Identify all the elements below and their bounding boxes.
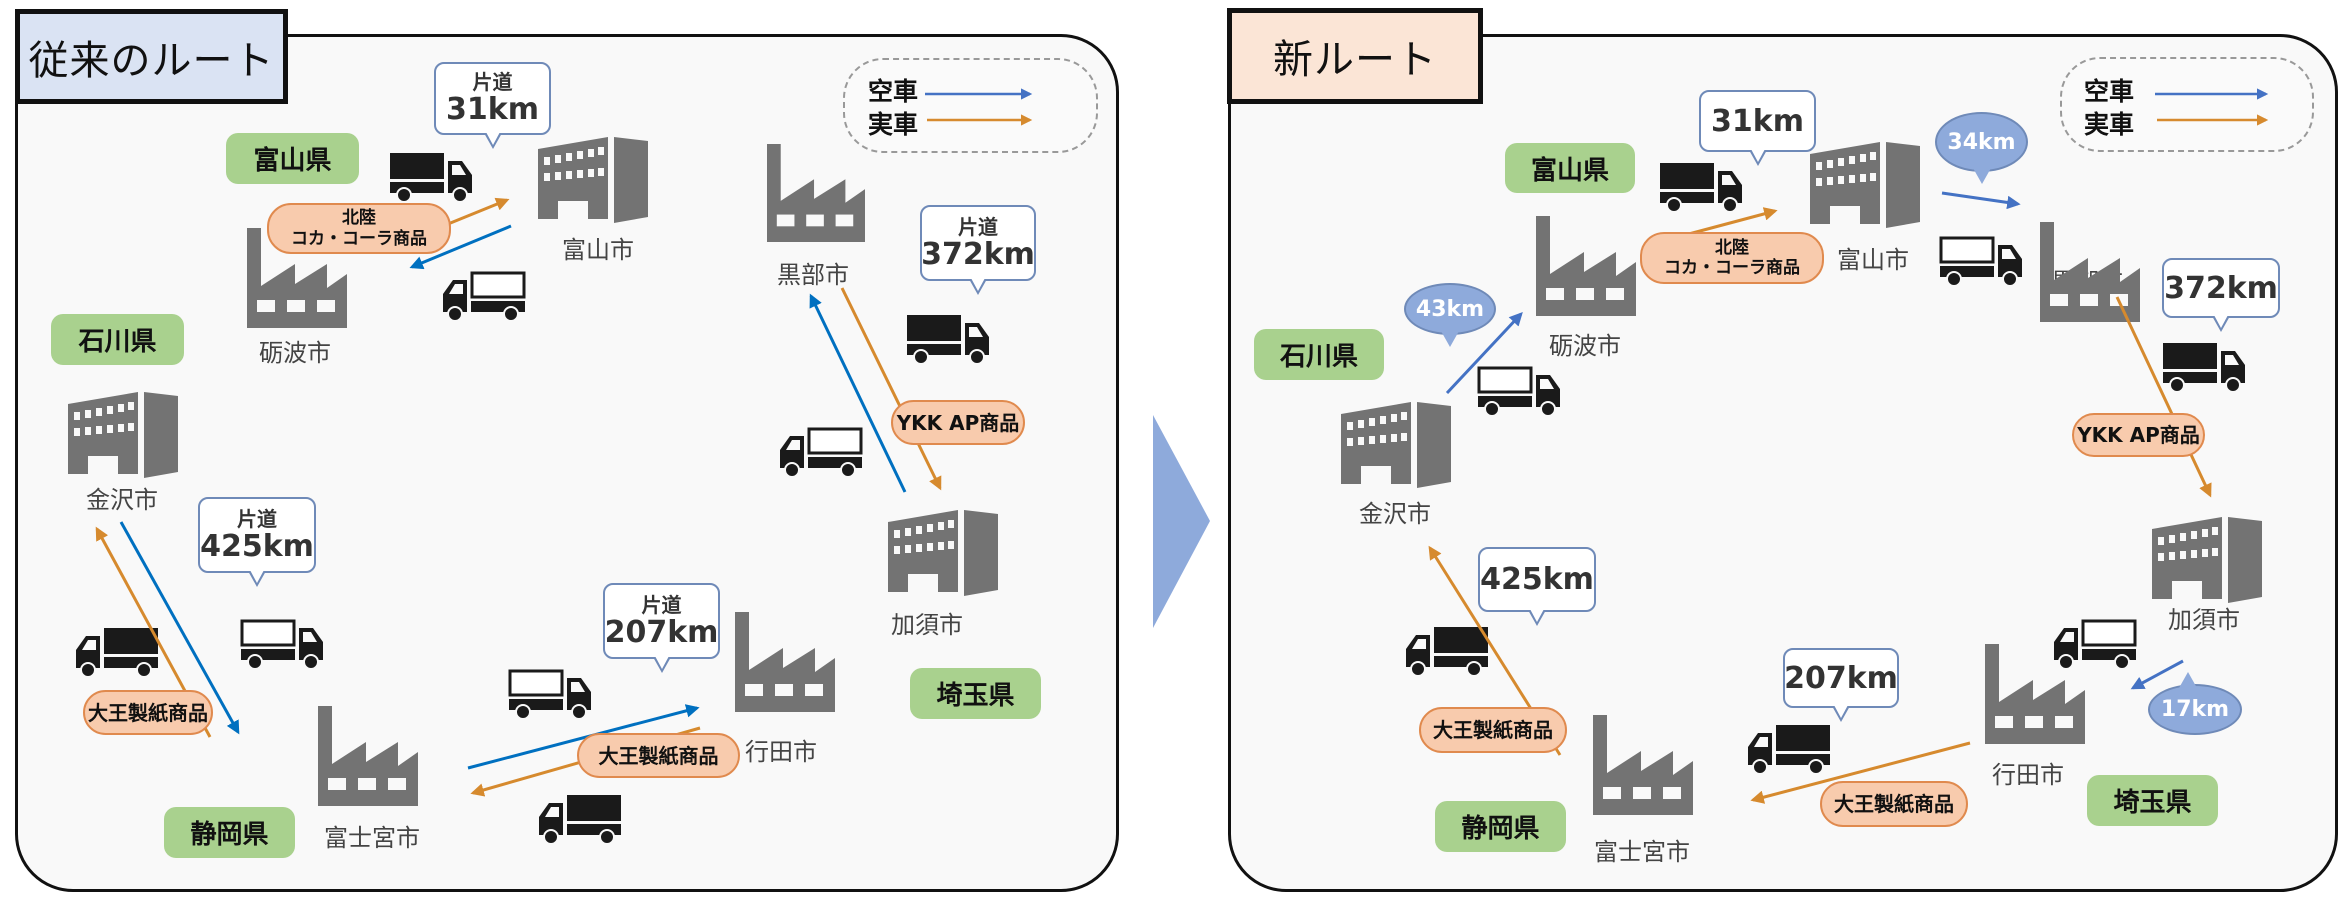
city-label-fujinomiya: 富士宮市 xyxy=(1594,838,1690,866)
prefecture-toyama: 富山県 xyxy=(1505,143,1635,193)
callout-km: 207km xyxy=(1784,660,1898,696)
callout-km: 425km xyxy=(1480,562,1594,597)
cargo-line2: コカ・コーラ商品 xyxy=(291,228,427,249)
distance-callout-425km: 425km xyxy=(1478,547,1596,626)
distance-callout-31km: 片道 31km xyxy=(434,62,551,149)
callout-km: 31km xyxy=(446,92,539,127)
callout-km: 31km xyxy=(1711,103,1804,139)
empty-distance-bubble-17km: 17km xyxy=(2148,672,2242,735)
empty-distance-bubble-34km: 34km xyxy=(1935,112,2028,184)
city-label-kazo: 加須市 xyxy=(2168,606,2240,634)
left-panel-title: 従来のルート xyxy=(15,9,288,104)
distance-callout-31km: 31km xyxy=(1699,90,1816,166)
prefecture-shizuoka: 静岡県 xyxy=(1435,801,1566,852)
prefecture-toyama: 富山県 xyxy=(226,133,359,184)
callout-sub: 片道 xyxy=(237,506,277,531)
callout-km: 372km xyxy=(2164,270,2278,306)
city-label-toyama: 富山市 xyxy=(1837,246,1909,274)
callout-km: 425km xyxy=(200,528,314,564)
prefecture-saitama: 埼玉県 xyxy=(2087,775,2218,826)
callout-km: 207km xyxy=(604,614,719,650)
city-label-tonami: 砺波市 xyxy=(259,339,331,367)
distance-callout-425km: 片道 425km xyxy=(198,497,316,587)
right-panel-new-route xyxy=(1228,34,2338,892)
left-panel-old-route xyxy=(15,34,1119,892)
distance-callout-372km: 片道 372km xyxy=(920,205,1036,295)
cargo-line1: 北陸 xyxy=(1715,237,1749,258)
callout-sub: 片道 xyxy=(958,214,998,239)
prefecture-saitama: 埼玉県 xyxy=(910,668,1041,719)
cargo-label-daio: 大王製紙商品 xyxy=(1419,707,1567,753)
cargo-line2: コカ・コーラ商品 xyxy=(1664,258,1800,278)
city-label-toyama: 富山市 xyxy=(562,236,634,264)
callout-sub: 片道 xyxy=(472,70,513,94)
city-label-kanazawa: 金沢市 xyxy=(86,486,158,514)
cargo-label-daio: 大王製紙商品 xyxy=(577,733,740,778)
city-label-kazo: 加須市 xyxy=(891,611,963,639)
prefecture-ishikawa: 石川県 xyxy=(51,314,184,365)
legend-right xyxy=(2060,57,2314,152)
distance-callout-372km: 372km xyxy=(2162,258,2280,332)
city-label-kurobe: 黒部市 xyxy=(777,261,849,289)
legend-left xyxy=(843,58,1098,153)
distance-callout-207km: 片道 207km xyxy=(603,583,720,673)
cargo-label-daio: 大王製紙商品 xyxy=(83,690,213,735)
cargo-label-hokuriku-cocacola: 北陸 コカ・コーラ商品 xyxy=(267,203,451,254)
empty-distance-bubble-43km: 43km xyxy=(1404,283,1496,347)
city-label-kanazawa: 金沢市 xyxy=(1359,500,1431,528)
callout-sub: 片道 xyxy=(641,592,682,617)
legend-empty-label: 空車 xyxy=(2084,77,2135,106)
city-label-gyoda: 行田市 xyxy=(1992,761,2064,789)
cargo-label-daio: 大王製紙商品 xyxy=(1820,781,1968,827)
city-label-gyoda: 行田市 xyxy=(745,738,817,766)
right-panel-title: 新ルート xyxy=(1227,8,1483,104)
cargo-label-hokuriku-cocacola: 北陸 コカ・コーラ商品 xyxy=(1640,232,1824,284)
city-label-kurobe: 黒部市 xyxy=(2051,268,2123,296)
cargo-label-ykk: YKK AP商品 xyxy=(2072,413,2205,457)
cargo-line1: 北陸 xyxy=(342,208,376,229)
city-label-tonami: 砺波市 xyxy=(1549,332,1621,360)
legend-loaded-label: 実車 xyxy=(868,110,919,139)
distance-callout-207km: 207km xyxy=(1783,648,1899,722)
prefecture-ishikawa: 石川県 xyxy=(1254,329,1384,380)
transition-arrow xyxy=(1153,415,1210,628)
legend-empty-label: 空車 xyxy=(868,77,919,106)
callout-km: 372km xyxy=(921,236,1035,272)
legend-loaded-label: 実車 xyxy=(2084,110,2135,139)
city-label-fujinomiya: 富士宮市 xyxy=(324,824,420,852)
cargo-label-ykk: YKK AP商品 xyxy=(891,400,1025,445)
prefecture-shizuoka: 静岡県 xyxy=(164,807,295,858)
